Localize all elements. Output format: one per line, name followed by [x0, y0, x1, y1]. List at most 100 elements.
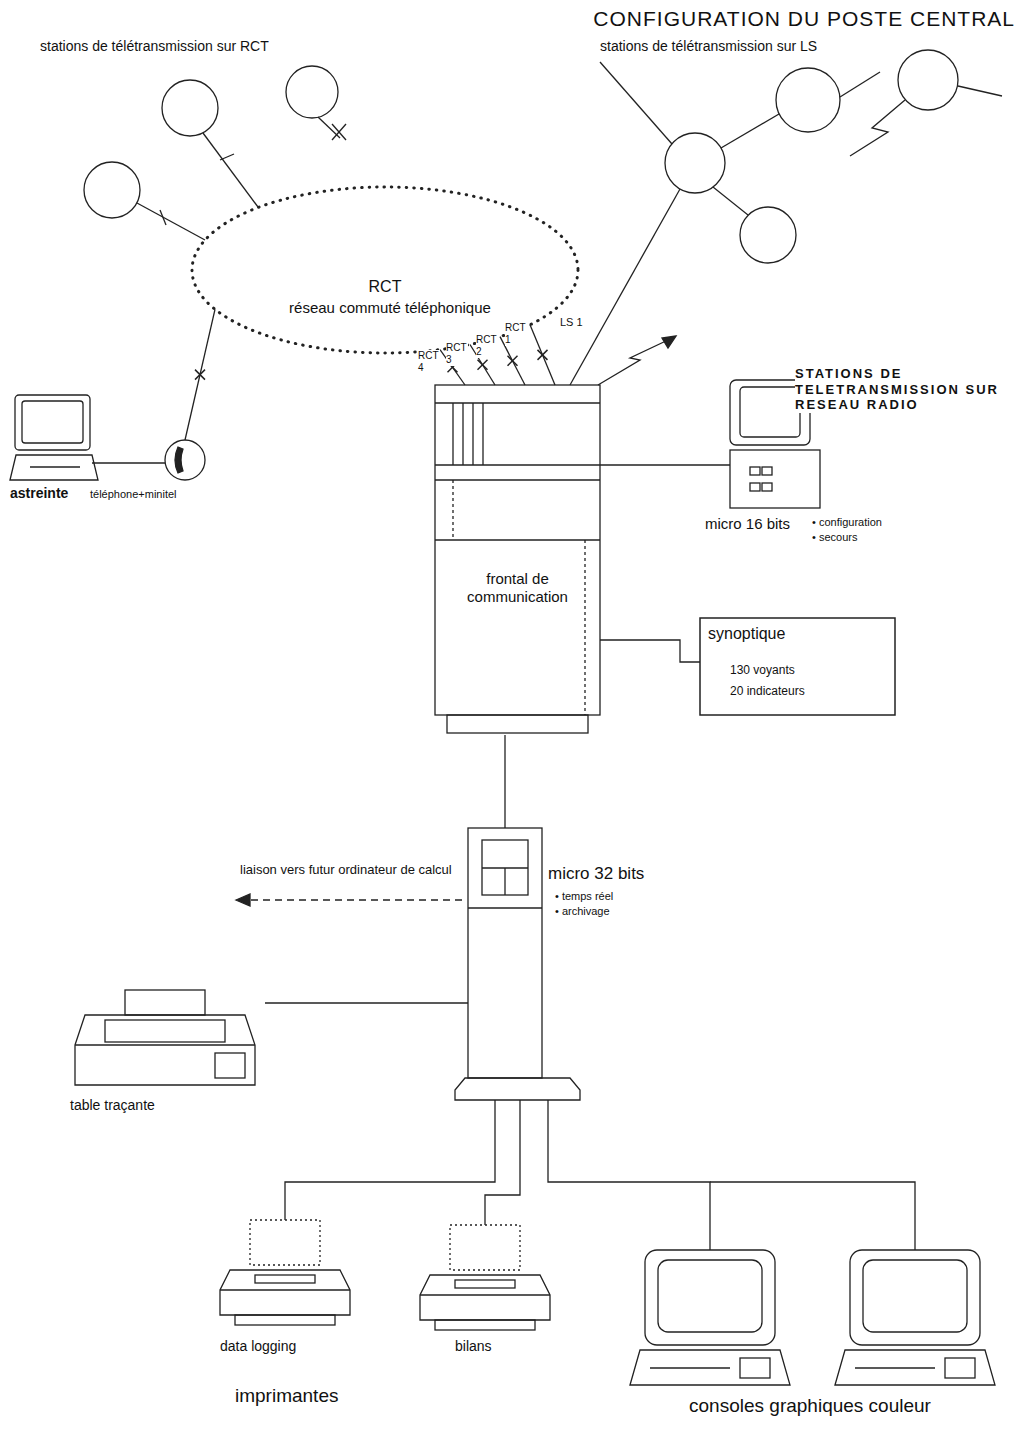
- on-call-terminal-stroke: [92, 462, 165, 463]
- connector: [285, 1100, 495, 1220]
- ls-stations-stroke: [665, 133, 725, 193]
- line-break-mark: [478, 360, 488, 370]
- node-text: • temps réel: [555, 890, 613, 903]
- annotation-label: STATIONS DE TELETRANSMISSION SUR RESEAU …: [795, 366, 1010, 413]
- network-ellipse-stroke: [192, 187, 578, 353]
- printer: data logging: [210, 1220, 360, 1375]
- communication-frontend-stroke: [435, 402, 600, 403]
- color-consoles-stroke: [863, 1260, 967, 1332]
- node-text: 20 indicateurs: [730, 684, 805, 698]
- rct-stations-stroke: [203, 133, 258, 207]
- micro-32-bits-stroke: [482, 840, 528, 895]
- on-call-terminal-stroke: [10, 455, 98, 480]
- future-link-arrow-stroke: [248, 899, 462, 900]
- communication-frontend-stroke: [452, 403, 453, 465]
- line-break-mark: [538, 350, 548, 360]
- ls-stations: [570, 62, 880, 385]
- color-consoles: consoles graphiques couleur: [610, 1250, 1014, 1430]
- node-text: • archivage: [555, 905, 610, 918]
- ls-stations-stroke: [570, 189, 680, 385]
- communication-frontend-stroke: [435, 464, 600, 465]
- color-consoles-stroke: [650, 1367, 730, 1368]
- on-call-terminal-stroke: [15, 395, 90, 450]
- rct-stations-stroke: [332, 124, 346, 140]
- connector: [530, 325, 555, 385]
- node-title: bilans: [455, 1338, 492, 1355]
- color-consoles-stroke: [945, 1358, 975, 1378]
- line-break-mark: [195, 370, 205, 380]
- future-link-arrow: [236, 894, 462, 906]
- ls-stations-stroke: [740, 207, 796, 263]
- line-break-mark: [508, 356, 518, 366]
- radio-station-stroke: [598, 340, 668, 385]
- bus-line-stroke: [710, 1182, 915, 1250]
- node-text: réseau commuté téléphonique: [270, 299, 510, 317]
- node-title: table traçante: [70, 1097, 155, 1114]
- on-call-terminal-stroke: [22, 401, 83, 443]
- node-title: astreinte: [10, 485, 68, 502]
- connector: [600, 464, 730, 465]
- connector: [504, 735, 505, 828]
- line-label: RCT 3: [446, 342, 468, 366]
- connector: [265, 1002, 468, 1003]
- radio-station: [598, 50, 1002, 385]
- synoptic-panel-stroke: [700, 618, 895, 715]
- ls-stations-stroke: [721, 114, 779, 148]
- line-break-mark: [508, 356, 518, 366]
- ls-stations-stroke: [713, 187, 748, 215]
- printer-stroke: [420, 1275, 550, 1320]
- plotter-stroke: [105, 1020, 225, 1042]
- plotter-stroke: [75, 1044, 255, 1045]
- micro-32-bits-stroke: [468, 828, 542, 1078]
- micro-16-bits-stroke: [740, 387, 800, 437]
- plotter-stroke: [215, 1053, 245, 1078]
- line-break-mark: [478, 360, 488, 370]
- node-title: data logging: [220, 1338, 296, 1355]
- plotter-stroke: [75, 1015, 255, 1085]
- node-title: micro 16 bits: [705, 515, 790, 533]
- node-title: synoptique: [708, 624, 785, 643]
- on-call-terminal-stroke: [165, 440, 205, 480]
- communication-frontend-stroke: [462, 403, 463, 465]
- future-link-arrow-stroke: [236, 894, 250, 906]
- printer-stroke: [450, 1225, 520, 1270]
- printer: bilans: [410, 1225, 550, 1375]
- node-title: micro 32 bits: [548, 864, 644, 884]
- line-label: RCT 1: [505, 322, 527, 346]
- micro-16-bits-stroke: [750, 483, 760, 491]
- rct-stations-stroke: [160, 210, 166, 225]
- on-call-terminal: astreintetéléphone+minitel: [10, 395, 270, 510]
- printer-stroke: [235, 1315, 335, 1325]
- printer-stroke: [220, 1289, 350, 1290]
- line-break-mark: [538, 350, 548, 360]
- communication-frontend: frontal de communication: [435, 385, 600, 735]
- micro-16-bits-stroke: [762, 467, 772, 475]
- rct-stations: [84, 66, 346, 240]
- connector: [485, 1100, 520, 1225]
- radio-station-stroke: [662, 336, 676, 348]
- communication-frontend-stroke: [584, 540, 585, 715]
- connector: [185, 309, 215, 440]
- line-label: RCT 4: [418, 350, 440, 374]
- communication-frontend-stroke: [435, 385, 600, 715]
- rct-stations-stroke: [332, 124, 346, 140]
- micro-16-bits-stroke: [750, 467, 760, 475]
- micro-32-bits: micro 32 bits • temps réel • archivage: [460, 828, 660, 1103]
- connector: [548, 1100, 710, 1250]
- micro-32-bits-stroke: [468, 907, 542, 908]
- annotation-label: liaison vers futur ordinateur de calcul: [240, 862, 455, 878]
- synoptic-panel: synoptique130 voyants20 indicateurs: [700, 618, 895, 715]
- node-title: RCT: [355, 277, 415, 296]
- printer-stroke: [435, 1320, 535, 1330]
- node-text: • configuration: [812, 516, 882, 529]
- communication-frontend-stroke: [452, 480, 453, 540]
- printer-stroke: [420, 1294, 550, 1295]
- node-text: • secours: [812, 531, 857, 544]
- rct-stations-stroke: [137, 203, 205, 240]
- annotation-label: LS 1: [560, 316, 583, 329]
- line-label: RCT 2: [476, 334, 498, 358]
